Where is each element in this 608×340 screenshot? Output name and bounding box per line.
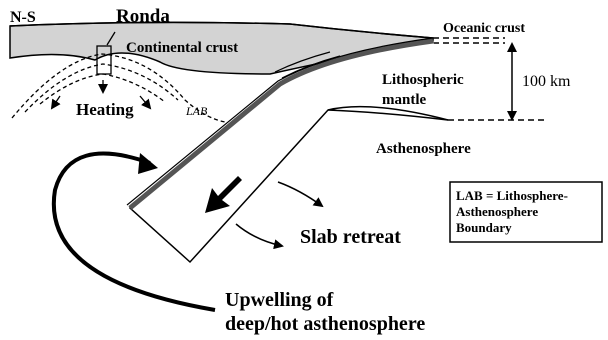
legend-line-3: Boundary xyxy=(456,220,512,235)
lab-label: LAB xyxy=(185,104,208,118)
continental-crust-label: Continental crust xyxy=(126,40,238,56)
slab-retreat-label: Slab retreat xyxy=(300,226,401,248)
slab-retreat-arrow-2 xyxy=(236,224,282,246)
legend-line-2: Asthenosphere xyxy=(456,204,538,219)
upwelling-arrow-head xyxy=(138,153,158,174)
asthenosphere-label: Asthenosphere xyxy=(376,141,471,157)
thickness-arrow-head-top xyxy=(507,42,517,52)
upwelling-label-1: Upwelling of xyxy=(225,289,334,311)
upwelling-label-2: deep/hot asthenosphere xyxy=(225,313,425,335)
slab-retreat-arrow-1 xyxy=(278,182,322,206)
oceanic-crust-label: Oceanic crust xyxy=(443,21,525,36)
ns-label: N-S xyxy=(10,9,36,26)
ronda-label: Ronda xyxy=(116,6,170,27)
heating-arrow-right xyxy=(140,96,150,108)
lithospheric-mantle-label-1: Lithospheric xyxy=(382,72,464,88)
legend-line-1: LAB = Lithosphere- xyxy=(456,188,568,203)
heating-arrow-left xyxy=(52,96,60,108)
thickness-label: 100 km xyxy=(522,73,571,90)
heating-label: Heating xyxy=(76,100,134,119)
lithospheric-mantle-label-2: mantle xyxy=(382,92,427,108)
